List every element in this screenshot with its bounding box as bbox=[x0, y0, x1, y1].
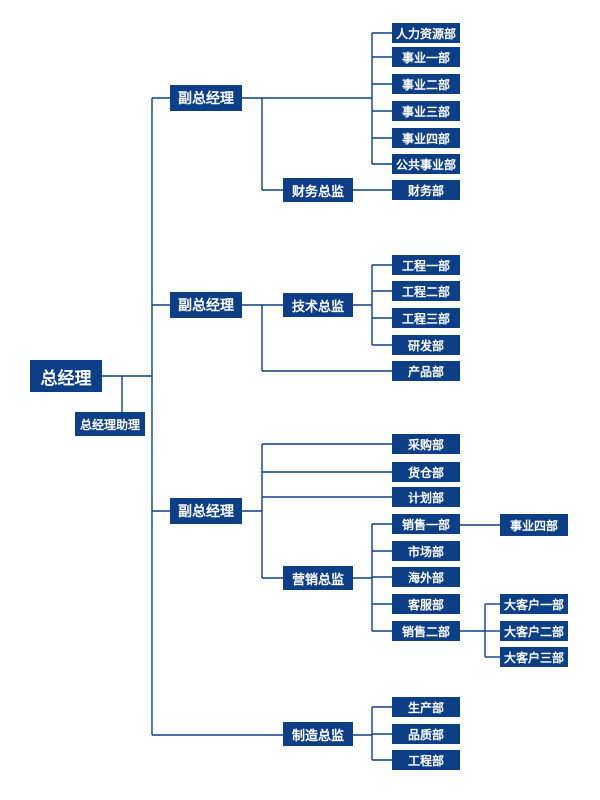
market-department-box: 市场部 bbox=[392, 541, 460, 561]
general-manager-assistant-box: 总经理助理 bbox=[75, 412, 145, 436]
sales-1-business-unit-4-box: 事业四部 bbox=[500, 514, 568, 536]
sales-2-box: 销售二部 bbox=[392, 621, 460, 641]
business-unit-2-box: 事业二部 bbox=[392, 74, 460, 94]
engineering-3-box: 工程三部 bbox=[392, 308, 460, 328]
key-account-3-box: 大客户三部 bbox=[500, 647, 568, 667]
public-business-department-box: 公共事业部 bbox=[392, 154, 460, 174]
product-department-box: 产品部 bbox=[392, 361, 460, 381]
engineering-1-box: 工程一部 bbox=[392, 255, 460, 275]
vice-general-manager-1-box: 副总经理 bbox=[170, 85, 242, 111]
business-unit-4-box: 事业四部 bbox=[392, 128, 460, 148]
hr-department-box: 人力资源部 bbox=[392, 23, 460, 43]
key-account-2-box: 大客户二部 bbox=[500, 621, 568, 641]
marketing-director-box: 营销总监 bbox=[283, 566, 353, 590]
customer-service-box: 客服部 bbox=[392, 594, 460, 614]
sales-1-box: 销售一部 bbox=[392, 514, 460, 534]
finance-department-box: 财务部 bbox=[392, 180, 460, 200]
business-unit-3-box: 事业三部 bbox=[392, 101, 460, 121]
manufacturing-director-box: 制造总监 bbox=[283, 722, 353, 746]
engineering-department-box: 工程部 bbox=[392, 750, 460, 770]
overseas-department-box: 海外部 bbox=[392, 567, 460, 587]
business-unit-1-box: 事业一部 bbox=[392, 47, 460, 67]
vice-general-manager-3-box: 副总经理 bbox=[170, 498, 242, 524]
engineering-2-box: 工程二部 bbox=[392, 281, 460, 301]
key-account-1-box: 大客户一部 bbox=[500, 594, 568, 614]
production-department-box: 生产部 bbox=[392, 697, 460, 717]
warehouse-department-box: 货仓部 bbox=[392, 462, 460, 482]
planning-department-box: 计划部 bbox=[392, 487, 460, 507]
finance-director-box: 财务总监 bbox=[283, 178, 353, 202]
vice-general-manager-2-box: 副总经理 bbox=[170, 292, 242, 318]
quality-department-box: 品质部 bbox=[392, 724, 460, 744]
purchasing-department-box: 采购部 bbox=[392, 434, 460, 454]
rnd-department-box: 研发部 bbox=[392, 335, 460, 355]
general-manager-box: 总经理 bbox=[30, 360, 102, 392]
technical-director-box: 技术总监 bbox=[283, 293, 353, 317]
